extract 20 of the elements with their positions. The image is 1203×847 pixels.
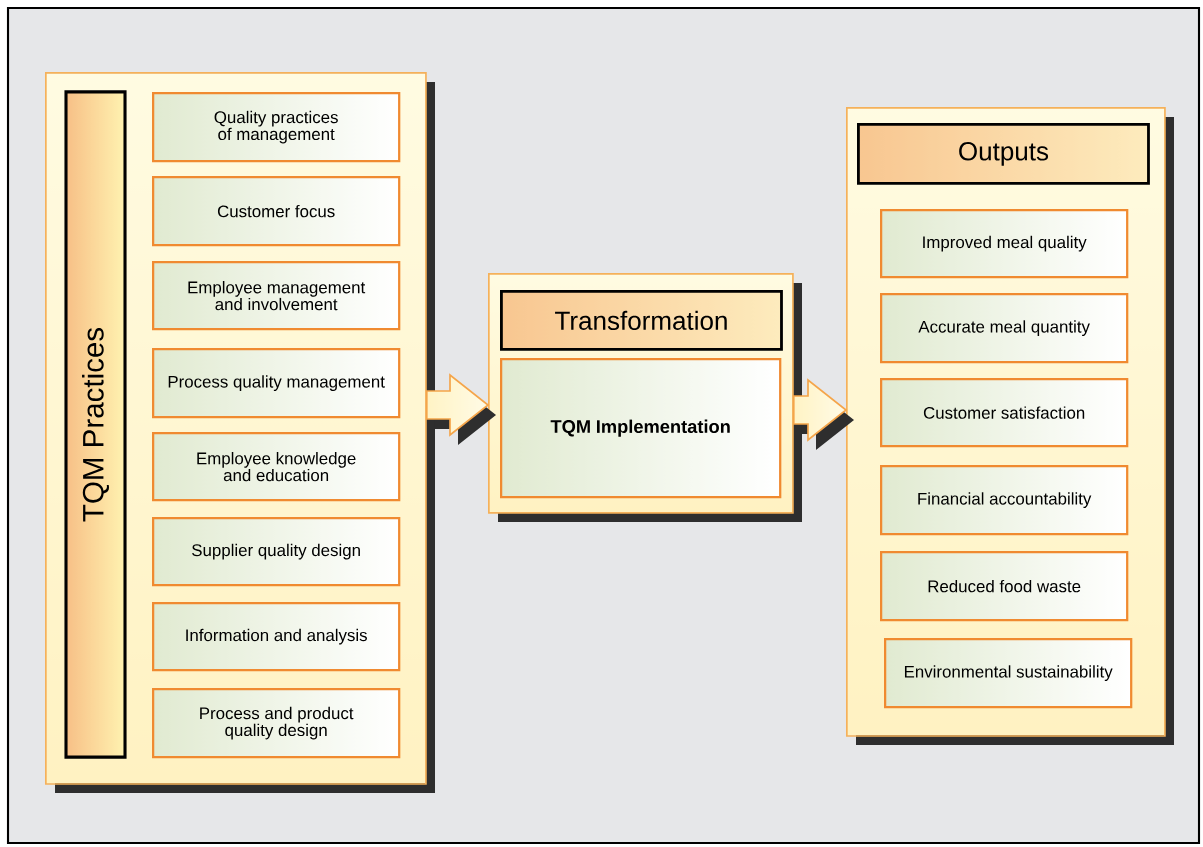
item-box: Improved meal quality [880, 209, 1129, 279]
block-arrow [425, 373, 496, 445]
item-box: Process quality management [152, 348, 401, 419]
item-box: Supplier quality design [152, 517, 401, 587]
item-box: Customer satisfaction [880, 378, 1129, 448]
item-box: Quality practices of management [152, 92, 401, 163]
block-arrow [792, 378, 854, 450]
item-box: Reduced food waste [880, 551, 1129, 622]
item-box: Employee management and involvement [152, 261, 401, 331]
item-box: Information and analysis [152, 602, 401, 672]
item-box: Financial accountability [880, 465, 1129, 536]
heading-box: Outputs [857, 123, 1150, 185]
item-box: Employee knowledge and education [152, 432, 401, 502]
process-box: TQM Implementation [500, 358, 782, 499]
heading-bar: TQM Practices [64, 90, 127, 759]
item-box: Environmental sustainability [884, 638, 1133, 709]
item-box: Customer focus [152, 176, 401, 247]
item-box: Accurate meal quantity [880, 293, 1129, 364]
item-box: Process and product quality design [152, 688, 401, 759]
heading-box: Transformation [500, 290, 783, 351]
